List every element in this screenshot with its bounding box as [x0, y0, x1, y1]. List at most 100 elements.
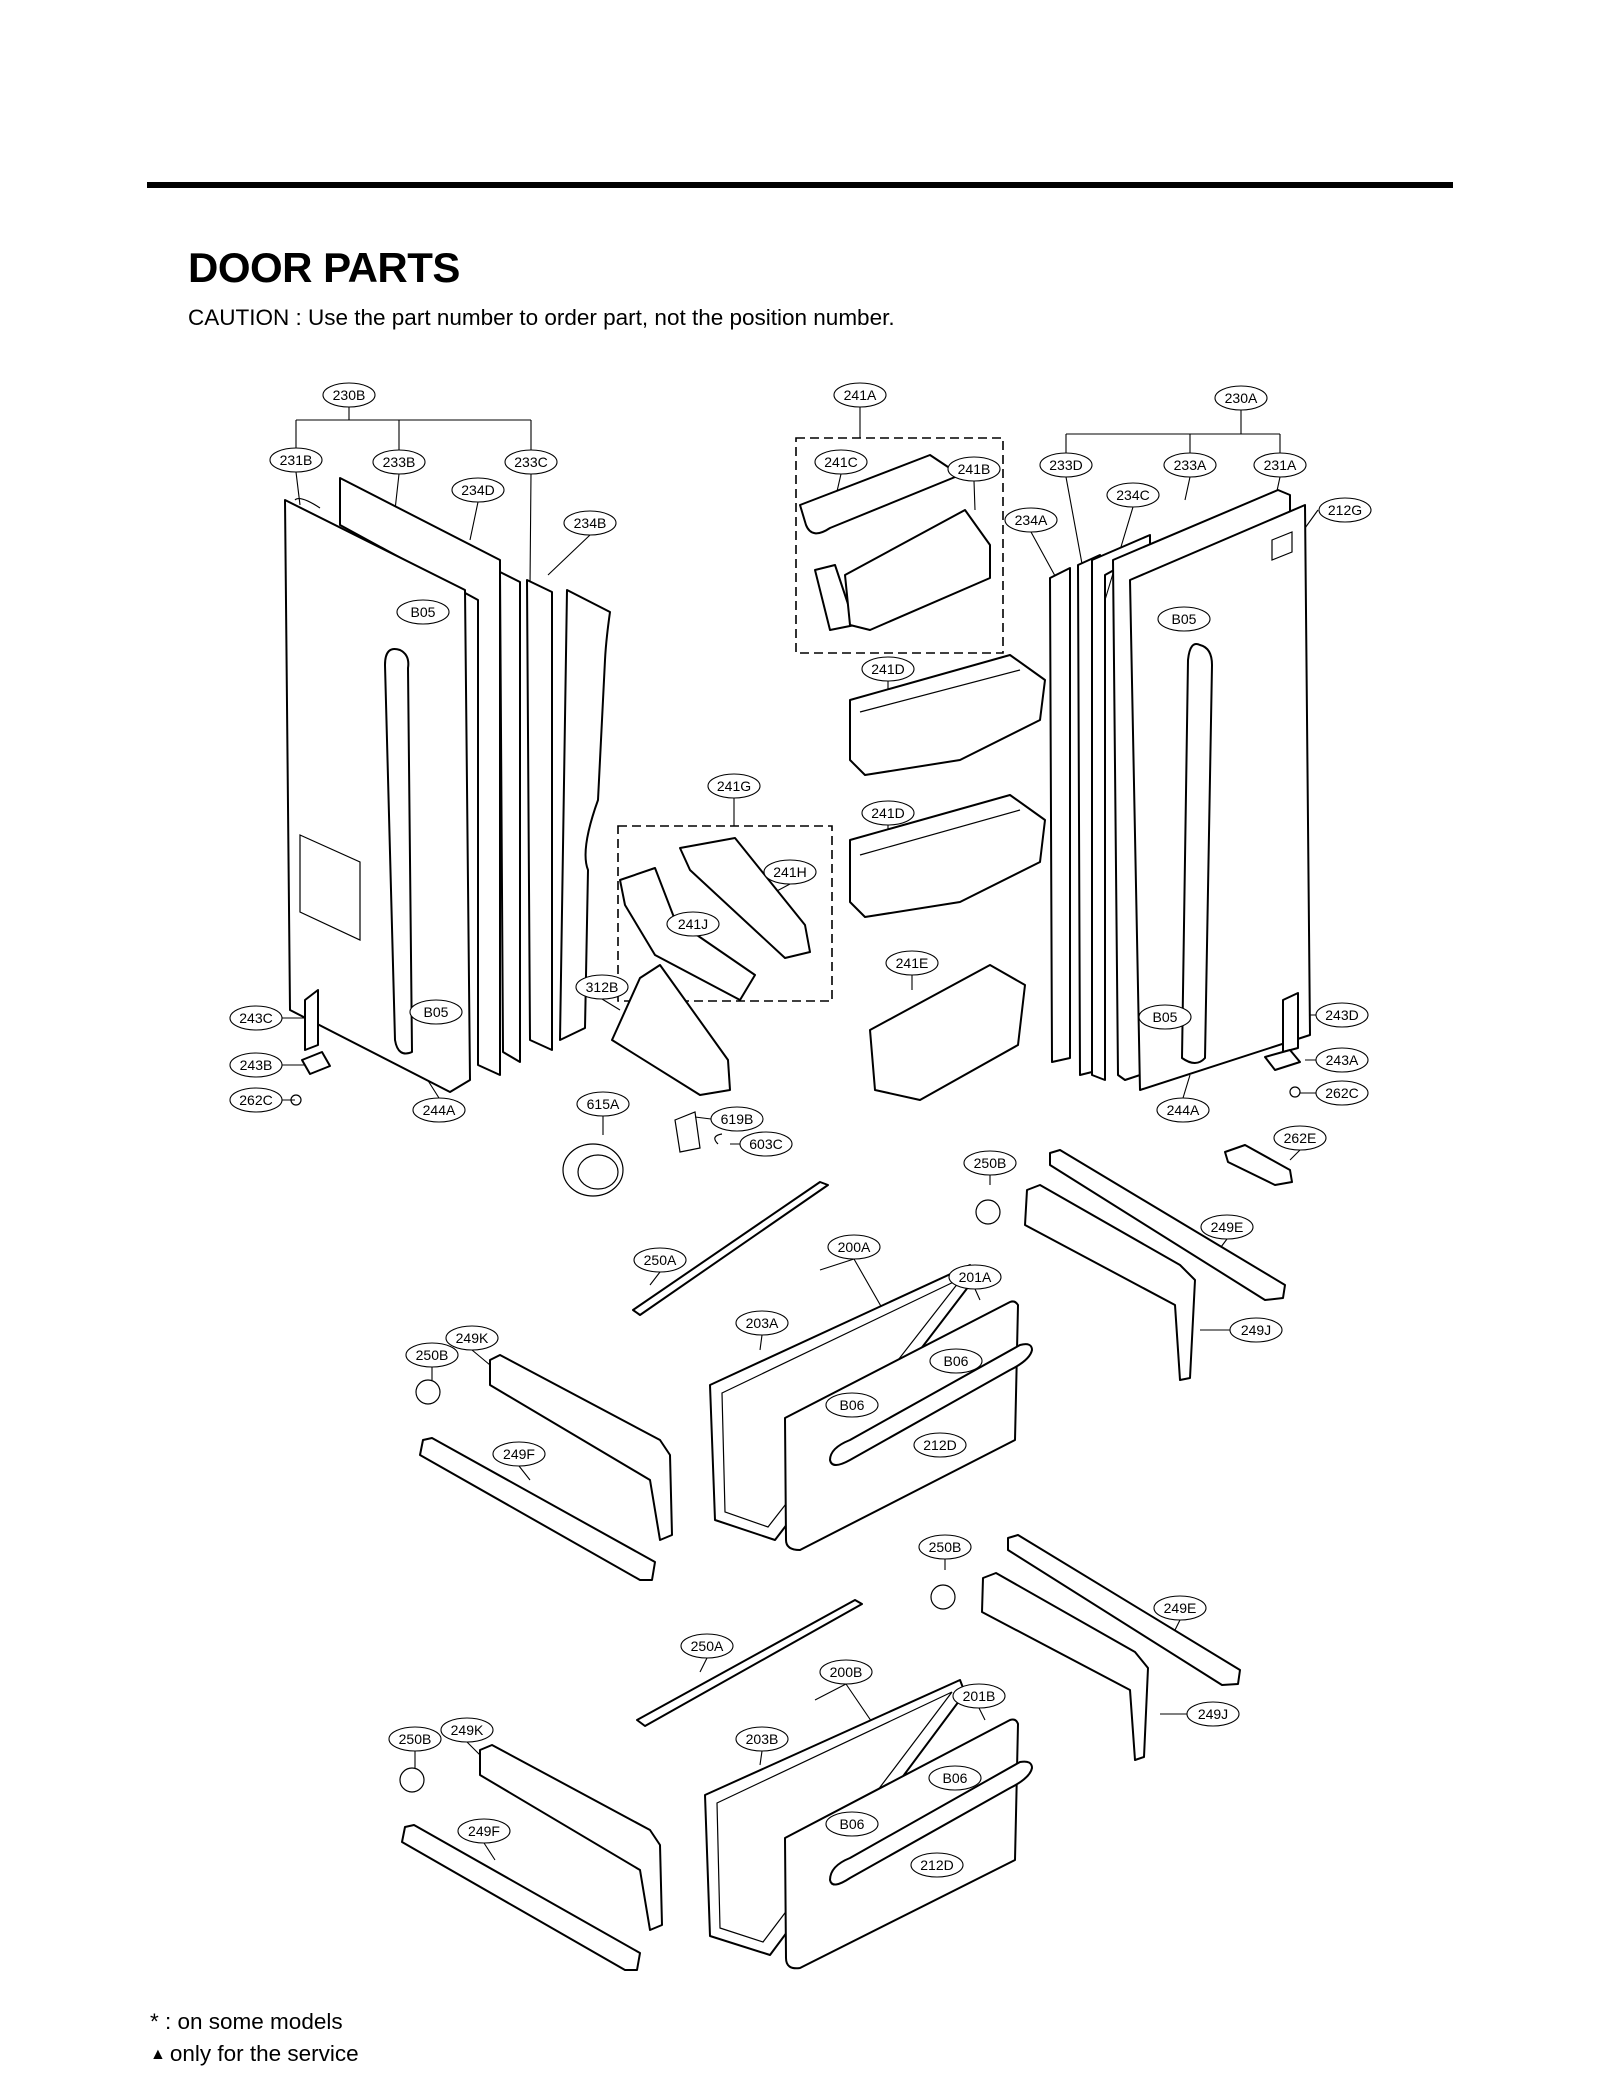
callout-text: 233C [514, 454, 547, 470]
callout-231a: 231A [1253, 452, 1307, 478]
callout-text: 250B [974, 1155, 1007, 1171]
callout-text: 241J [678, 916, 708, 932]
callout-text: 241H [773, 864, 806, 880]
callout-212d: 212D [910, 1852, 964, 1878]
callout-text: 244A [423, 1102, 456, 1118]
callout-241a: 241A [833, 382, 887, 408]
callout-text: 262C [239, 1092, 272, 1108]
upper-drawer-assembly [415, 1149, 1286, 1581]
callout-text: B05 [1172, 611, 1197, 627]
callout-text: B05 [1153, 1009, 1178, 1025]
callout-249k: 249K [440, 1717, 494, 1743]
header-rule [147, 182, 1453, 188]
callout-241e: 241E [885, 950, 939, 976]
callout-b05: B05 [1138, 1004, 1192, 1030]
callout-text: 231B [280, 452, 313, 468]
callout-text: 203A [746, 1315, 779, 1331]
callout-text: 241D [871, 805, 904, 821]
callout-b06: B06 [825, 1811, 879, 1837]
callout-241h: 241H [763, 859, 817, 885]
callout-250b: 250B [405, 1342, 459, 1368]
callout-249e: 249E [1153, 1595, 1207, 1621]
note-service: ▲only for the service [150, 2038, 359, 2071]
callout-200b: 200B [819, 1659, 873, 1685]
callout-text: 250A [644, 1252, 677, 1268]
callout-203a: 203A [735, 1310, 789, 1336]
callout-text: 603C [749, 1136, 782, 1152]
callout-text: B06 [944, 1353, 969, 1369]
callout-249e: 249E [1200, 1214, 1254, 1240]
callout-249j: 249J [1229, 1317, 1283, 1343]
callout-230a: 230A [1214, 385, 1268, 411]
callout-603c: 603C [739, 1131, 793, 1157]
callout-text: 230A [1225, 390, 1258, 406]
callout-262c: 262C [229, 1087, 283, 1113]
callout-234b: 234B [563, 510, 617, 536]
callout-241d: 241D [861, 656, 915, 682]
callout-text: 249K [456, 1330, 489, 1346]
callout-text: B05 [411, 604, 436, 620]
callout-619b: 619B [710, 1106, 764, 1132]
note-service-text: only for the service [169, 2041, 359, 2066]
callout-text: 201A [959, 1269, 992, 1285]
callout-241b: 241B [947, 456, 1001, 482]
callout-text: 241B [958, 461, 991, 477]
callout-234c: 234C [1106, 482, 1160, 508]
callout-text: 249E [1211, 1219, 1244, 1235]
callout-text: 243A [1326, 1052, 1359, 1068]
callout-text: 250B [416, 1347, 449, 1363]
callout-text: 241E [896, 955, 929, 971]
callout-234d: 234D [451, 477, 505, 503]
callout-text: 249E [1164, 1600, 1197, 1616]
callout-243a: 243A [1315, 1047, 1369, 1073]
callout-text: 615A [587, 1096, 620, 1112]
callout-b06: B06 [825, 1392, 879, 1418]
page-title: DOOR PARTS [188, 244, 460, 291]
callout-250a: 250A [633, 1247, 687, 1273]
callout-text: 262E [1284, 1130, 1317, 1146]
left-door-assembly [284, 477, 611, 1106]
callout-text: 249J [1241, 1322, 1271, 1338]
callout-text: 233B [383, 454, 416, 470]
callout-241c: 241C [814, 449, 868, 475]
callout-text: 619B [721, 1111, 754, 1127]
callout-text: 241G [717, 778, 751, 794]
callout-text: 233A [1174, 457, 1207, 473]
callout-250a: 250A [680, 1633, 734, 1659]
callout-201b: 201B [952, 1683, 1006, 1709]
callout-241j: 241J [666, 911, 720, 937]
callout-text: 244A [1167, 1102, 1200, 1118]
callout-text: 212D [923, 1437, 956, 1453]
callout-text: 250B [929, 1539, 962, 1555]
callout-262e: 262E [1273, 1125, 1327, 1151]
callout-b05: B05 [1157, 606, 1211, 632]
callout-text: 230B [333, 387, 366, 403]
callout-249f: 249F [457, 1818, 511, 1844]
callout-233a: 233A [1163, 452, 1217, 478]
callout-text: 249K [451, 1722, 484, 1738]
callout-text: 234C [1116, 487, 1149, 503]
callout-234a: 234A [1004, 507, 1058, 533]
callout-text: B06 [840, 1397, 865, 1413]
callout-text: 200A [838, 1239, 871, 1255]
caution-text: CAUTION : Use the part number to order p… [188, 305, 895, 330]
callout-text: 212G [1328, 502, 1362, 518]
lower-drawer-assembly [399, 1534, 1241, 1971]
callout-249j: 249J [1186, 1701, 1240, 1727]
callout-text: 201B [963, 1688, 996, 1704]
callout-230b: 230B [322, 382, 376, 408]
right-door-assembly [1049, 489, 1311, 1186]
footnotes: * : on some models ▲only for the service [150, 2006, 359, 2071]
callout-text: 234B [574, 515, 607, 531]
callout-b05: B05 [409, 999, 463, 1025]
callout-text: 200B [830, 1664, 863, 1680]
callout-b06: B06 [928, 1765, 982, 1791]
callout-text: B06 [943, 1770, 968, 1786]
callout-text: B05 [424, 1004, 449, 1020]
callout-244a: 244A [1156, 1097, 1210, 1123]
callout-203b: 203B [735, 1726, 789, 1752]
callout-212g: 212G [1318, 497, 1372, 523]
callout-233c: 233C [504, 449, 558, 475]
callout-233b: 233B [372, 449, 426, 475]
